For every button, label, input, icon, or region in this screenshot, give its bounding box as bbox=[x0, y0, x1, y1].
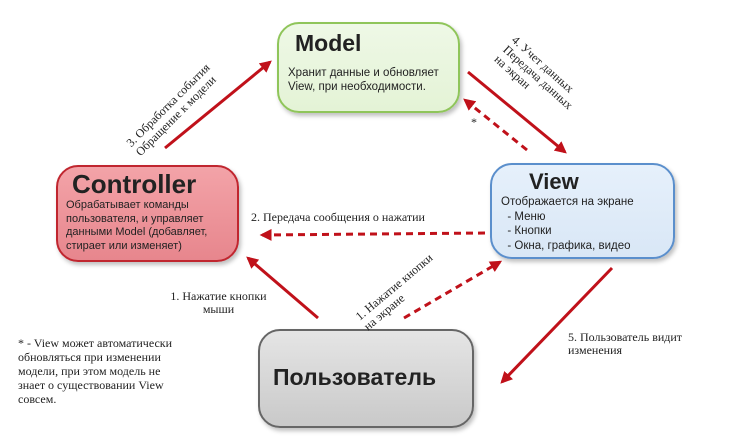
controller-title: Controller bbox=[72, 169, 197, 199]
label-step5: 5. Пользователь видит изменения bbox=[568, 330, 683, 357]
view-title: View bbox=[529, 169, 579, 194]
arrow-user-to-view-dashed bbox=[403, 260, 503, 320]
label-step2: 2. Передача сообщения о нажатии bbox=[251, 210, 425, 224]
user-box: Пользователь bbox=[258, 329, 474, 428]
controller-box: Controller Обрабатывает команды пользова… bbox=[56, 165, 239, 262]
label-step1-click: 1. Нажатие кнопки мыши bbox=[170, 289, 267, 316]
footnote: * - View может автоматически обновляться… bbox=[18, 336, 173, 406]
view-box: View Отображается на экране - Меню - Кно… bbox=[490, 163, 675, 259]
model-description: Хранит данные и обновляет View, при необ… bbox=[288, 67, 439, 93]
arrow-user-to-controller bbox=[246, 256, 319, 320]
arrow-model-to-view bbox=[467, 70, 567, 154]
controller-description: Обрабатывает команды пользователя, и упр… bbox=[66, 199, 208, 252]
arrow-controller-to-model bbox=[164, 60, 272, 150]
arrow-view-to-controller-dashed bbox=[259, 228, 486, 241]
model-box: Model Хранит данные и обновляет View, пр… bbox=[277, 22, 460, 113]
model-title: Model bbox=[295, 30, 362, 56]
view-description: Отображается на экране - Меню - Кнопки -… bbox=[501, 196, 634, 252]
arrow-view-to-model-dashed bbox=[463, 98, 528, 152]
arrow-view-to-user bbox=[500, 266, 614, 384]
user-title: Пользователь bbox=[273, 364, 437, 390]
label-asterisk: * bbox=[471, 115, 477, 129]
